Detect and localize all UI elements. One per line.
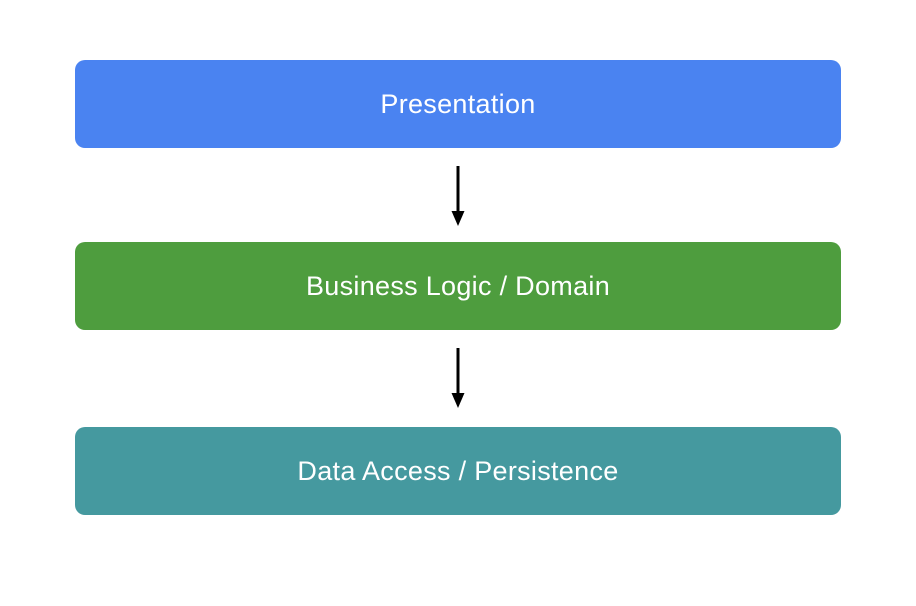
layer-label-data-access: Data Access / Persistence bbox=[297, 455, 619, 486]
arrow-down-icon bbox=[451, 166, 465, 226]
arrow-down-icon bbox=[451, 348, 465, 408]
layer-label-business-logic: Business Logic / Domain bbox=[305, 270, 611, 301]
layer-box-business-logic: Business Logic / Domain bbox=[75, 242, 841, 330]
layer-box-presentation: Presentation bbox=[75, 60, 841, 148]
layer-label-presentation: Presentation bbox=[380, 88, 536, 119]
layer-box-data-access: Data Access / Persistence bbox=[75, 427, 841, 515]
